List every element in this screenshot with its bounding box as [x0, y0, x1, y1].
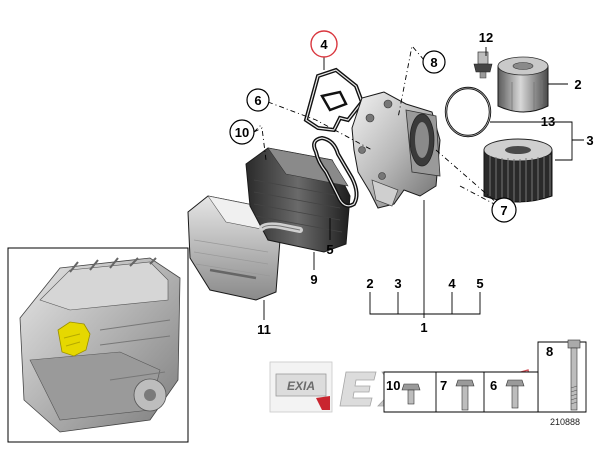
- svg-text:EXIA: EXIA: [287, 379, 315, 393]
- svg-text:4: 4: [320, 37, 328, 52]
- callout-12: 12: [479, 30, 493, 45]
- callout-9: 9: [310, 272, 317, 287]
- bolt-label-6: 6: [490, 378, 497, 393]
- part-2-filter-cap: [497, 56, 549, 113]
- bolt-10: [401, 383, 421, 405]
- diagram-reference-code: 210888: [550, 417, 580, 427]
- callout-13: 13: [541, 114, 555, 129]
- svg-text:7: 7: [500, 203, 507, 218]
- svg-text:9: 9: [310, 272, 317, 287]
- callout-5: 5: [326, 242, 333, 257]
- bolt-label-10: 10: [386, 378, 400, 393]
- part-5-gasket: [312, 135, 359, 208]
- bolt-label-8: 8: [546, 344, 553, 359]
- part-4-gasket: [303, 67, 365, 133]
- svg-text:10: 10: [235, 125, 249, 140]
- assembly-subparts: 2 3 4 5: [366, 276, 483, 291]
- callout-3: 3: [586, 133, 593, 148]
- svg-text:13: 13: [541, 114, 555, 129]
- callout-8: 8: [422, 50, 446, 74]
- bolt-7: [455, 379, 475, 411]
- svg-text:2: 2: [574, 77, 581, 92]
- callout-4: 4: [310, 30, 338, 58]
- callout-11: 11: [257, 322, 271, 337]
- oil-filter-housing: [351, 91, 441, 209]
- svg-text:3: 3: [586, 133, 593, 148]
- callout-1: 1: [420, 320, 427, 335]
- part-3-filter-element: [483, 138, 553, 203]
- callout-6: 6: [246, 88, 270, 112]
- svg-text:12: 12: [479, 30, 493, 45]
- svg-text:6: 6: [254, 93, 261, 108]
- bolt-6: [505, 379, 525, 409]
- subpart-4: 4: [448, 276, 456, 291]
- part-12-oil-pressure-sensor: [473, 51, 493, 79]
- part-9-oil-cooler: [245, 147, 351, 253]
- engine-inset: [7, 247, 189, 443]
- bolt-label-7: 7: [440, 378, 447, 393]
- svg-text:5: 5: [326, 242, 333, 257]
- subpart-3: 3: [394, 276, 401, 291]
- engine-illustration: [19, 257, 181, 433]
- svg-text:8: 8: [430, 55, 437, 70]
- callout-7: 7: [491, 197, 517, 223]
- part-13-o-ring: [444, 86, 492, 138]
- watermark-logo-small: EXIA: [269, 361, 333, 413]
- callout-2: 2: [574, 77, 581, 92]
- svg-text:1: 1: [420, 320, 427, 335]
- subpart-2: 2: [366, 276, 373, 291]
- oil-filter-housing-location-highlight: [57, 321, 91, 357]
- callout-10: 10: [229, 119, 255, 145]
- subpart-5: 5: [476, 276, 483, 291]
- svg-text:11: 11: [257, 322, 271, 337]
- leader-lines: [253, 45, 584, 320]
- bolt-8: [567, 339, 581, 411]
- bolt-table: 8 10 7 6: [383, 339, 587, 413]
